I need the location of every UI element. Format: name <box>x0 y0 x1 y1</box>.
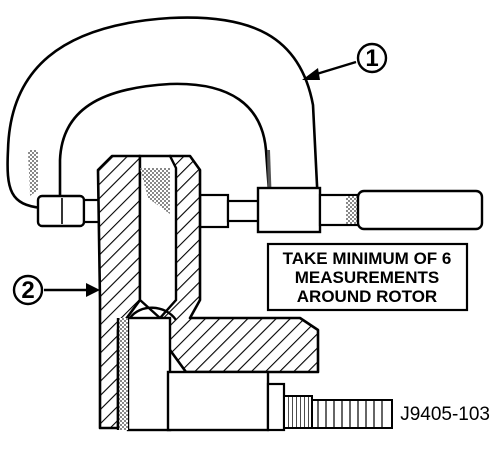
callout-2-label: 2 <box>21 277 34 304</box>
note-line-1: TAKE MINIMUM OF 6 <box>283 249 452 268</box>
callout-1-label: 1 <box>365 45 378 72</box>
measurement-note: TAKE MINIMUM OF 6 MEASUREMENTS AROUND RO… <box>266 242 469 312</box>
callout-2: 2 <box>12 274 100 306</box>
note-line-2: MEASUREMENTS <box>295 268 440 287</box>
rotor-section <box>96 154 393 432</box>
note-line-3: AROUND ROTOR <box>297 287 437 306</box>
callout-1: 1 <box>302 42 388 80</box>
spindle-and-thimble <box>198 186 484 234</box>
anvil <box>36 194 102 228</box>
figure-id: J9405-103 <box>400 404 490 425</box>
